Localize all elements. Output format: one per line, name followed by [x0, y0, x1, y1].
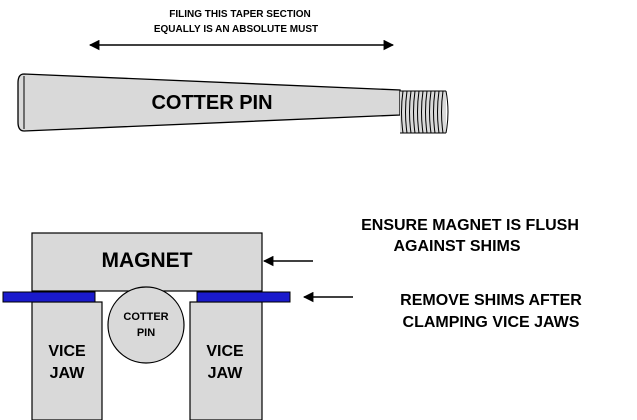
vice-jaw-right-line1: VICE — [206, 343, 244, 360]
vice-jaw-right-line2: JAW — [208, 365, 244, 382]
magnet-label: MAGNET — [102, 249, 193, 272]
cotter-pin-side-view: COTTER PIN — [17, 73, 449, 134]
cross-section-line2: PIN — [137, 327, 155, 339]
shim-left — [2, 291, 96, 303]
cross-section-line1: COTTER — [123, 311, 168, 323]
magnet-block: MAGNET — [31, 232, 263, 292]
cotter-pin-label: COTTER PIN — [151, 92, 272, 114]
magnet-note-line2: AGAINST SHIMS — [393, 238, 520, 255]
cotter-pin-cross-section: COTTER PIN — [107, 286, 185, 364]
vice-jaw-left: VICE JAW — [31, 301, 103, 420]
pin-body — [17, 73, 401, 132]
vice-jaw-right: VICE JAW — [189, 301, 263, 420]
taper-note-line1: FILING THIS TAPER SECTION — [169, 9, 310, 20]
shims-note-line2: CLAMPING VICE JAWS — [403, 314, 580, 331]
vice-jaw-left-line1: VICE — [48, 343, 86, 360]
shim-right — [196, 291, 291, 303]
vice-jaw-left-line2: JAW — [50, 365, 86, 382]
pin-thread — [400, 90, 449, 134]
magnet-note-line1: ENSURE MAGNET IS FLUSH — [361, 217, 579, 234]
taper-note-line2: EQUALLY IS AN ABSOLUTE MUST — [154, 24, 318, 35]
shims-note-line1: REMOVE SHIMS AFTER — [400, 292, 582, 309]
